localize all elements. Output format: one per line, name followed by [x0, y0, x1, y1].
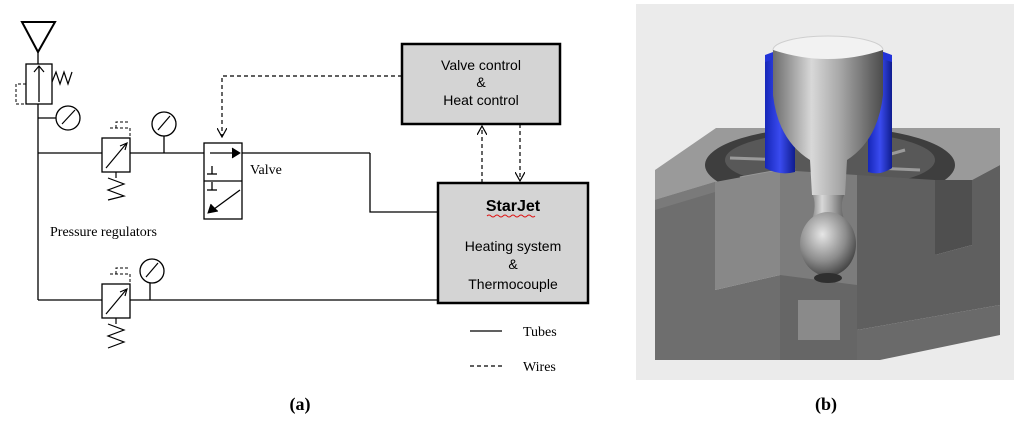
valve-control-line1: Valve control — [441, 57, 521, 73]
starjet-title: StarJet — [486, 198, 541, 215]
gas-source-triangle — [20, 21, 57, 55]
metal-droplet — [800, 212, 856, 276]
pressure-regulator-2 — [101, 267, 131, 349]
starjet-line2: & — [508, 256, 518, 272]
caption-a: (a) — [290, 394, 311, 415]
valve-control-line2: & — [476, 74, 486, 90]
valve-control-line3: Heat control — [443, 92, 518, 108]
starjet-line1: Heating system — [465, 238, 561, 254]
legend-wires: Wires — [523, 360, 556, 375]
pressure-gauge-icon — [139, 258, 165, 284]
valve-label: Valve — [250, 163, 282, 178]
pressure-regulators-label: Pressure regulators — [50, 225, 157, 240]
legend-tubes: Tubes — [523, 325, 557, 340]
starjet-line3: Thermocouple — [468, 276, 558, 292]
main-regulator-symbol — [15, 63, 73, 105]
caption-b: (b) — [815, 394, 837, 415]
panel-b-render: (b) — [636, 4, 1014, 415]
metal-nozzle — [772, 35, 884, 283]
valve-symbol — [203, 142, 243, 220]
legend: Tubes Wires — [470, 325, 557, 375]
starjet-box: StarJet Heating system & Thermocouple — [436, 181, 590, 305]
valve-control-box: Valve control & Heat control — [400, 42, 562, 126]
panel-a-schematic: Valve Valve control & Heat control StarJ… — [15, 21, 590, 415]
pressure-regulator-1 — [101, 121, 131, 201]
pressure-gauge-icon — [151, 111, 177, 137]
